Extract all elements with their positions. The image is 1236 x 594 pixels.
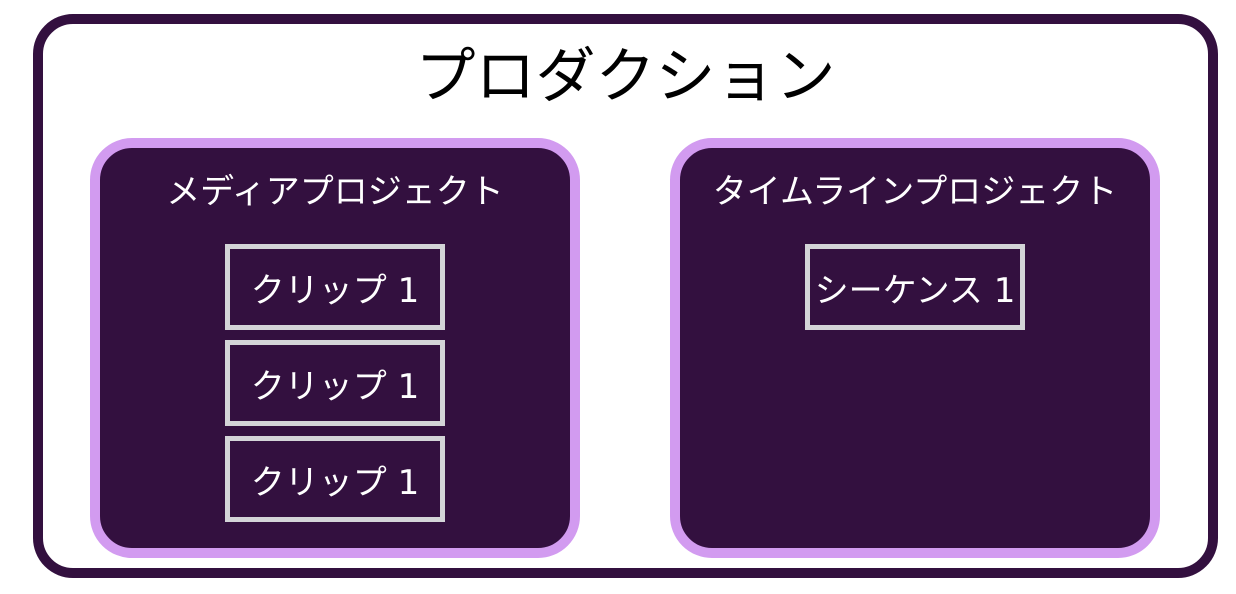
clip-list: クリップ 1 クリップ 1 クリップ 1 bbox=[100, 244, 570, 522]
sequence-item: シーケンス 1 bbox=[805, 244, 1025, 330]
sequence-list: シーケンス 1 bbox=[680, 244, 1150, 330]
media-project-title: メディアプロジェクト bbox=[166, 172, 504, 212]
clip-item: クリップ 1 bbox=[225, 436, 445, 522]
timeline-project-title: タイムラインプロジェクト bbox=[712, 172, 1118, 212]
clip-item: クリップ 1 bbox=[225, 340, 445, 426]
timeline-project-panel: タイムラインプロジェクト シーケンス 1 bbox=[670, 138, 1160, 558]
media-project-panel: メディアプロジェクト クリップ 1 クリップ 1 クリップ 1 bbox=[90, 138, 580, 558]
production-title: プロダクション bbox=[415, 42, 836, 112]
clip-item: クリップ 1 bbox=[225, 244, 445, 330]
production-frame: プロダクション メディアプロジェクト クリップ 1 クリップ 1 クリップ 1 … bbox=[33, 14, 1218, 578]
